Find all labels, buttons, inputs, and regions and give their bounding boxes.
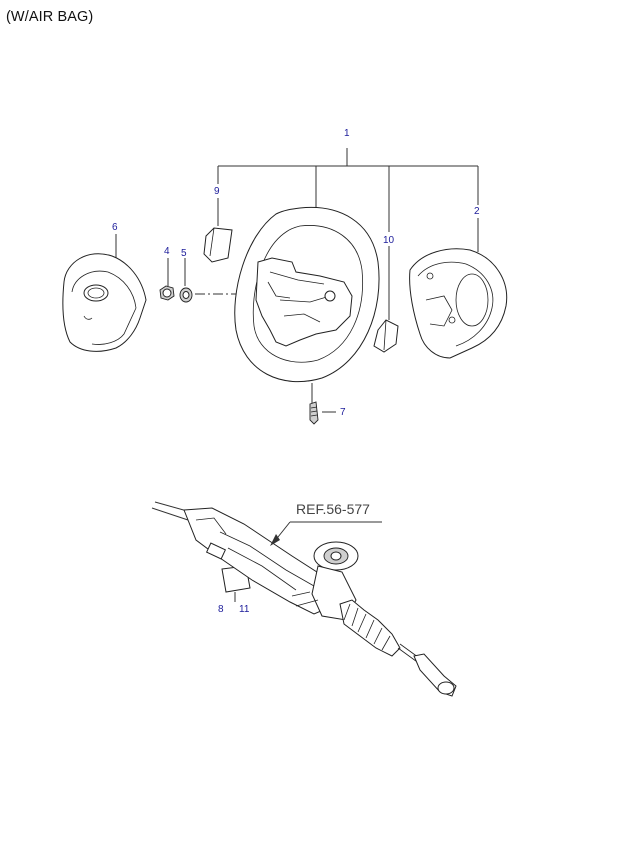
washer bbox=[179, 287, 193, 303]
wheel-cover-left bbox=[203, 227, 233, 263]
page-title: (W/AIR BAG) bbox=[6, 9, 94, 25]
callout-2: 2 bbox=[474, 206, 480, 217]
callout-11: 11 bbox=[239, 604, 250, 615]
callout-7: 7 bbox=[340, 407, 346, 418]
steering-nut bbox=[159, 285, 175, 301]
steering-gear-assembly bbox=[151, 501, 457, 697]
callout-5: 5 bbox=[181, 248, 187, 259]
steering-wheel bbox=[234, 206, 380, 383]
rear-cover bbox=[409, 248, 508, 359]
callout-4: 4 bbox=[164, 246, 170, 257]
mounting-bolt bbox=[309, 401, 319, 425]
wheel-cover-right bbox=[373, 319, 399, 353]
callout-6: 6 bbox=[112, 222, 118, 233]
callout-10: 10 bbox=[383, 235, 395, 246]
callout-9: 9 bbox=[214, 186, 220, 197]
callout-8: 8 bbox=[218, 604, 224, 615]
reference-leader bbox=[270, 521, 382, 546]
reference-label: REF.56-577 bbox=[296, 501, 370, 517]
callout-1: 1 bbox=[344, 128, 350, 139]
airbag-module bbox=[62, 253, 147, 352]
